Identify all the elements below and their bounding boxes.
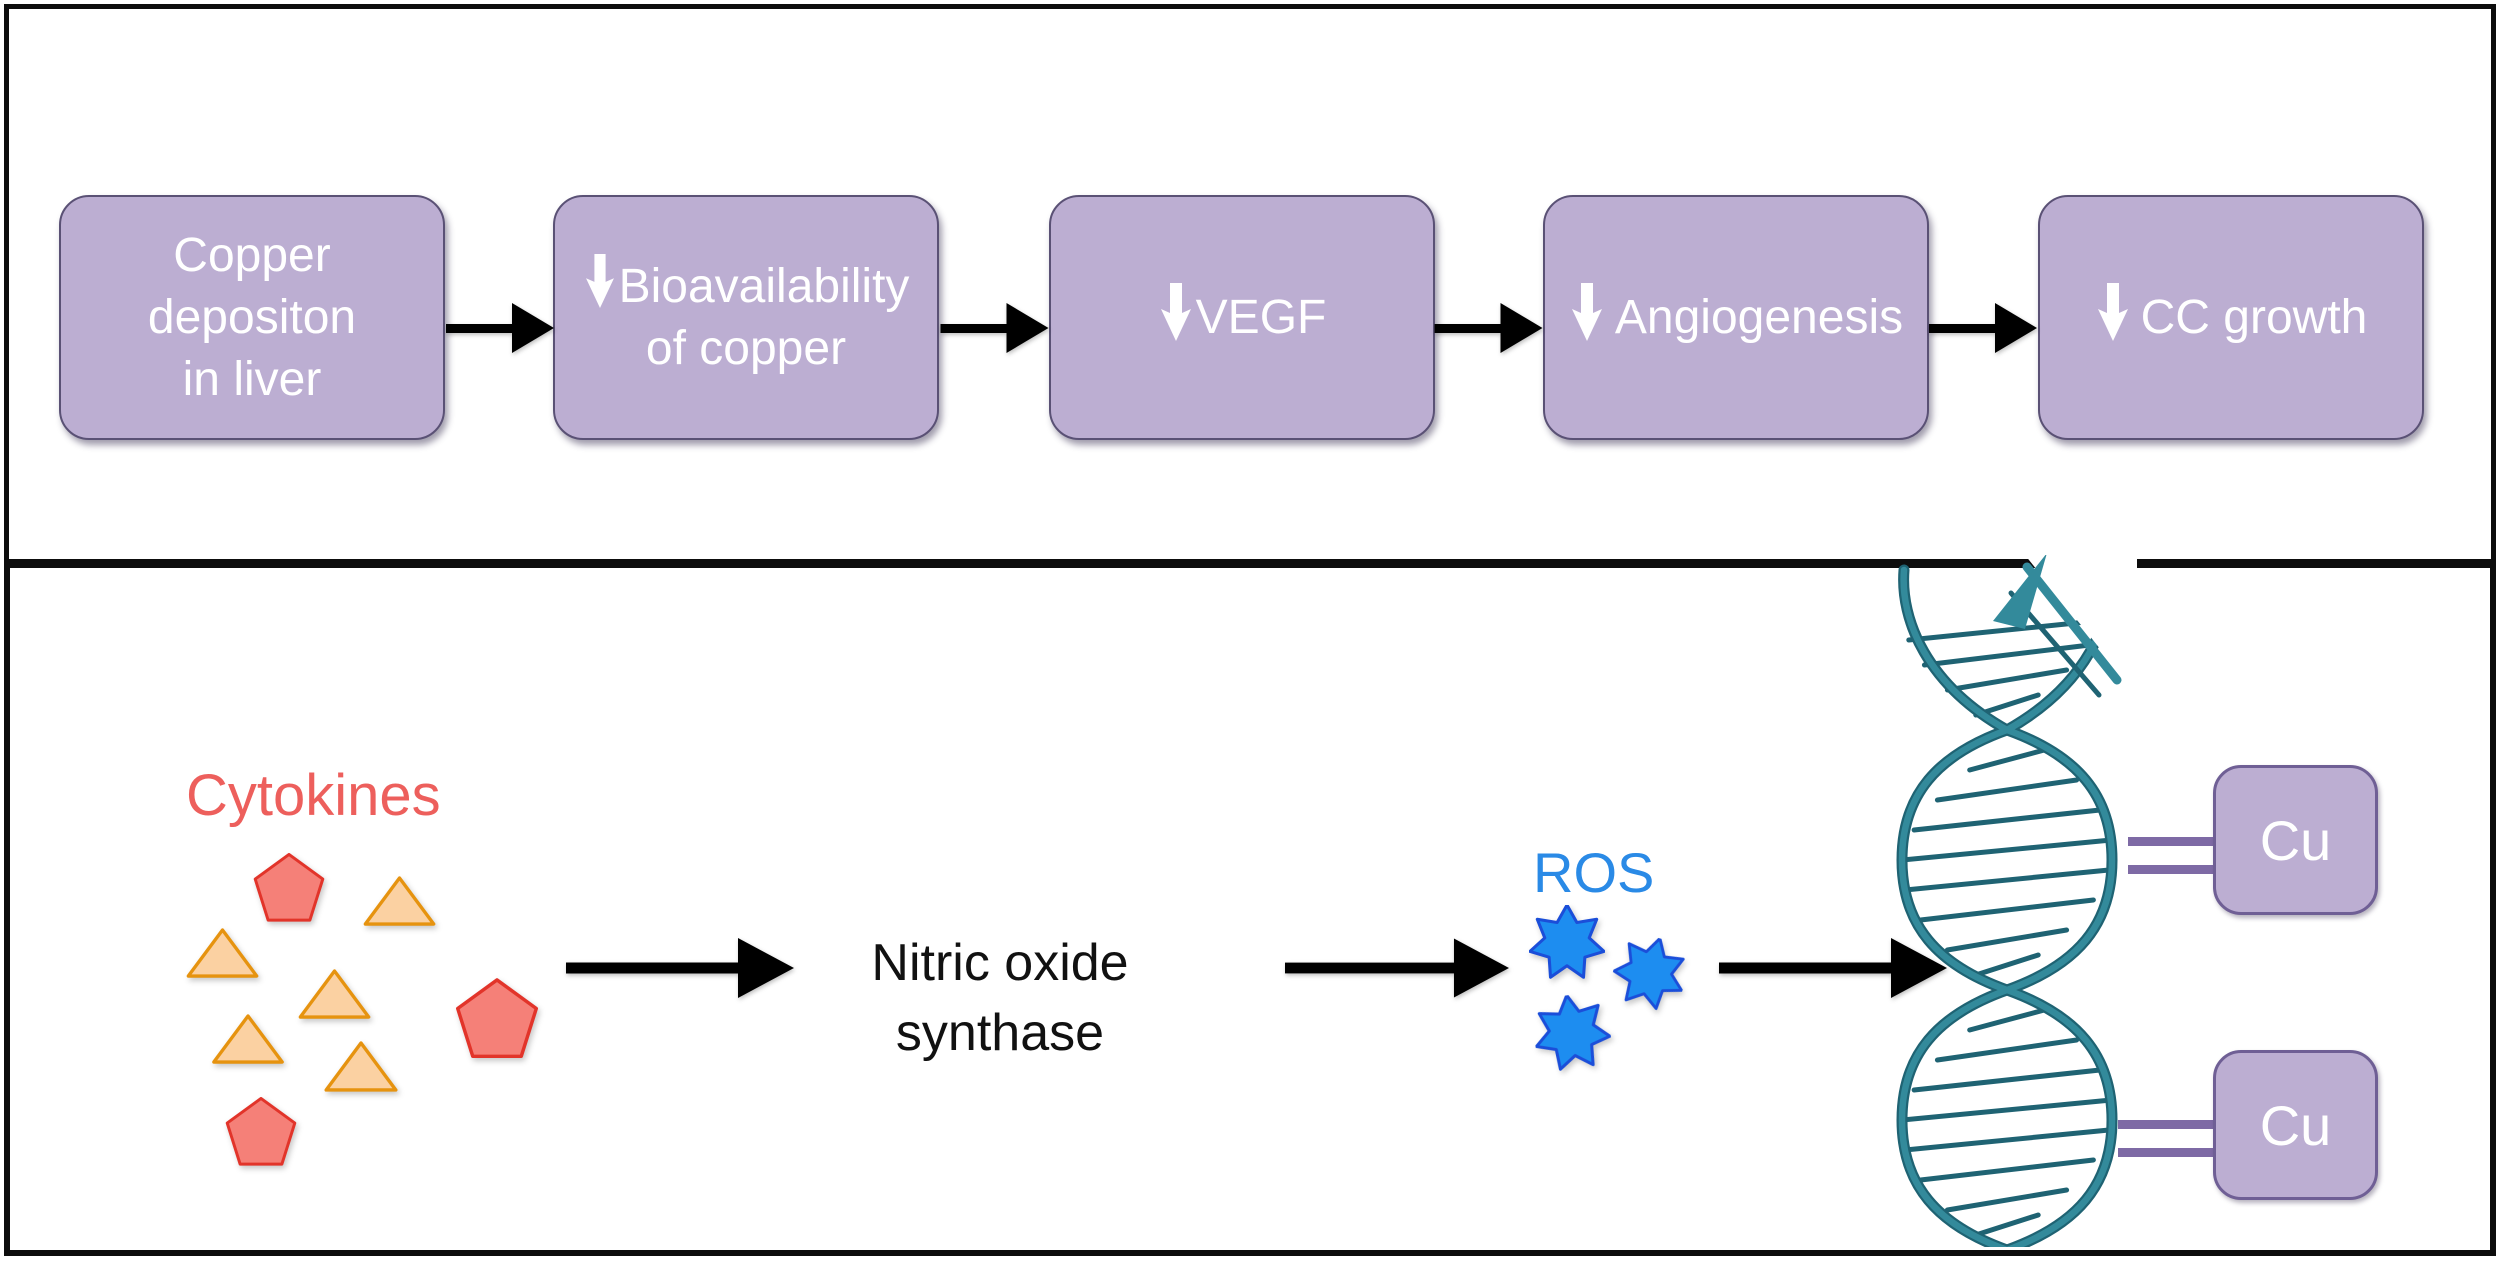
triangle-icon bbox=[324, 1041, 398, 1092]
cu-connector bbox=[2128, 837, 2213, 846]
cu-box-bottom: Cu bbox=[2213, 1050, 2378, 1200]
flow-box-cc-growth: CC growth bbox=[2038, 195, 2424, 440]
flow-box-line: CC growth bbox=[2140, 290, 2368, 344]
bottom-panel bbox=[4, 562, 2496, 1256]
right-arrow-icon bbox=[1434, 303, 1543, 353]
star-icon bbox=[1535, 993, 1612, 1071]
triangle-icon bbox=[298, 969, 371, 1019]
cu-connector bbox=[2118, 1148, 2213, 1157]
right-arrow-icon bbox=[446, 303, 554, 353]
top-panel bbox=[4, 4, 2496, 564]
flow-box-line: depositon bbox=[147, 290, 357, 344]
down-arrow-icon bbox=[1160, 282, 1191, 341]
nitric-oxide-synthase-label: Nitric oxide synthase bbox=[800, 928, 1200, 1068]
dna-helix-icon bbox=[1877, 555, 2137, 1247]
right-arrow-icon bbox=[1719, 938, 1947, 998]
star-icon bbox=[1612, 936, 1685, 1010]
cu-connector bbox=[2128, 865, 2213, 874]
flow-box-line: Angiogenesis bbox=[1614, 290, 1904, 344]
cu-box-top: Cu bbox=[2213, 765, 2378, 915]
cu-label: Cu bbox=[2259, 1093, 2332, 1157]
triangle-icon bbox=[363, 876, 436, 926]
flow-box-line: in liver bbox=[182, 352, 322, 406]
pentagon-icon bbox=[455, 978, 539, 1059]
cu-connector bbox=[2118, 1120, 2213, 1129]
ros-label: ROS bbox=[1533, 841, 1655, 904]
flow-box-bioavailability: Bioavailability of copper bbox=[553, 195, 939, 440]
cytokines-label: Cytokines bbox=[186, 763, 441, 828]
dna-rungs bbox=[1900, 617, 2114, 1238]
pentagon-icon bbox=[225, 1097, 297, 1166]
triangle-icon bbox=[186, 928, 259, 978]
flow-box-line: Bioavailability bbox=[618, 259, 910, 313]
right-arrow-icon bbox=[1929, 303, 2037, 353]
flow-box-vegf: VEGF bbox=[1049, 195, 1435, 440]
flow-box-line: VEGF bbox=[1195, 290, 1327, 344]
flow-box-line: of copper bbox=[645, 321, 847, 375]
pentagon-icon bbox=[253, 853, 325, 922]
down-arrow-icon bbox=[585, 253, 614, 308]
down-arrow-icon bbox=[1571, 282, 1602, 341]
nos-line-2: synthase bbox=[895, 1004, 1105, 1062]
flow-box-angiogenesis: Angiogenesis bbox=[1543, 195, 1929, 440]
flow-box-line: Copper bbox=[173, 228, 331, 282]
triangle-icon bbox=[212, 1014, 284, 1064]
right-arrow-icon bbox=[940, 303, 1049, 353]
right-arrow-icon bbox=[566, 938, 794, 998]
cu-label: Cu bbox=[2259, 808, 2332, 872]
down-arrow-icon bbox=[2097, 282, 2128, 341]
flow-box-copper-deposition: Copper depositon in liver bbox=[59, 195, 445, 440]
star-icon bbox=[1529, 905, 1605, 979]
right-arrow-icon bbox=[1285, 938, 1509, 998]
nos-line-1: Nitric oxide bbox=[871, 934, 1129, 992]
